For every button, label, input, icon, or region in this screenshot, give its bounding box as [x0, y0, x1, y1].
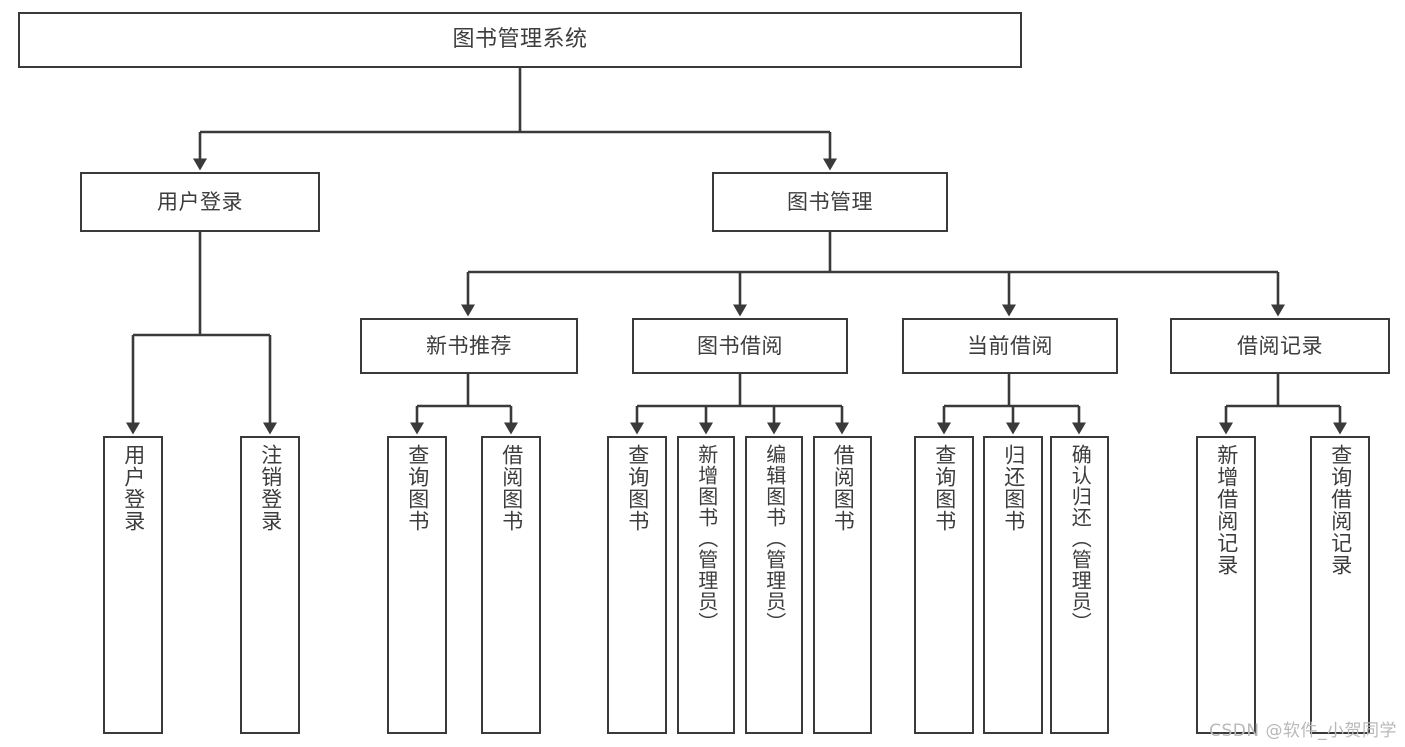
node-label: 查询图书	[932, 444, 957, 532]
node-label: 新增图书（管理员）	[694, 444, 719, 633]
leaf-query-book-recommend[interactable]: 查询图书	[387, 436, 447, 734]
leaf-add-borrow-record[interactable]: 新增借阅记录	[1196, 436, 1256, 734]
node-label: 用户登录	[121, 444, 146, 532]
node-label: 当前借阅	[967, 333, 1053, 358]
node-label: 借阅图书	[831, 444, 856, 532]
leaf-borrow-book-recommend[interactable]: 借阅图书	[481, 436, 541, 734]
node-new-book-recommend[interactable]: 新书推荐	[360, 318, 578, 374]
leaf-query-borrow-record[interactable]: 查询借阅记录	[1310, 436, 1370, 734]
node-book-borrow[interactable]: 图书借阅	[632, 318, 848, 374]
node-label: 图书管理系统	[452, 27, 588, 53]
node-label: 查询借阅记录	[1328, 444, 1353, 576]
node-user-login[interactable]: 用户登录	[80, 172, 320, 232]
node-borrow-record[interactable]: 借阅记录	[1170, 318, 1390, 374]
node-label: 编辑图书（管理员）	[762, 444, 787, 633]
node-label: 注销登录	[258, 444, 283, 532]
node-label: 借阅记录	[1237, 333, 1323, 358]
leaf-query-book-current[interactable]: 查询图书	[914, 436, 974, 734]
node-label: 图书借阅	[697, 333, 783, 358]
node-current-borrow[interactable]: 当前借阅	[902, 318, 1118, 374]
node-label: 图书管理	[787, 189, 873, 214]
leaf-add-book-admin[interactable]: 新增图书（管理员）	[677, 436, 735, 734]
node-label: 新书推荐	[426, 333, 512, 358]
node-label: 用户登录	[157, 189, 243, 214]
leaf-return-book[interactable]: 归还图书	[983, 436, 1043, 734]
watermark-csdn: CSDN @软件_小贺同学	[1209, 721, 1397, 741]
node-label: 查询图书	[405, 444, 430, 532]
node-root-book-management-system[interactable]: 图书管理系统	[18, 12, 1022, 68]
leaf-borrow-book[interactable]: 借阅图书	[813, 436, 872, 734]
leaf-confirm-return-admin[interactable]: 确认归还（管理员）	[1050, 436, 1109, 734]
leaf-query-book-borrow[interactable]: 查询图书	[607, 436, 667, 734]
node-label: 确认归还（管理员）	[1068, 444, 1093, 633]
node-label: 查询图书	[625, 444, 650, 532]
leaf-edit-book-admin[interactable]: 编辑图书（管理员）	[745, 436, 803, 734]
node-label: 新增借阅记录	[1214, 444, 1239, 576]
node-book-management[interactable]: 图书管理	[712, 172, 948, 232]
leaf-user-login[interactable]: 用户登录	[103, 436, 163, 734]
node-label: 借阅图书	[499, 444, 524, 532]
leaf-logout[interactable]: 注销登录	[240, 436, 300, 734]
node-label: 归还图书	[1001, 444, 1026, 532]
